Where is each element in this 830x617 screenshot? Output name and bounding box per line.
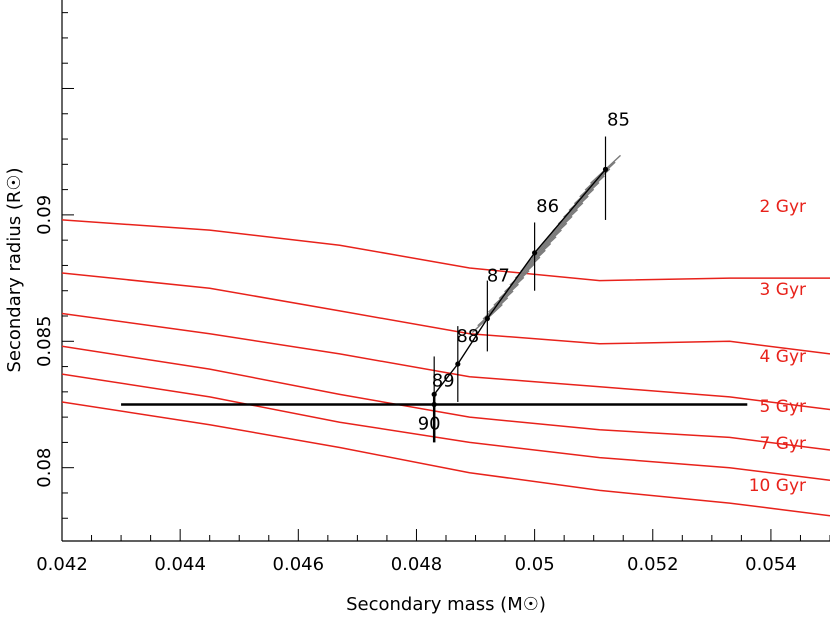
track-point-label: 88 [456,326,479,347]
isochrone-label: 10 Gyr [749,476,806,496]
track-point [431,401,437,408]
x-tick-label: 0.048 [391,554,443,575]
isochrone-label: 7 Gyr [760,434,806,454]
x-tick-label: 0.046 [273,554,325,575]
isochrone-line [62,373,830,482]
isochrone-label: 4 Gyr [760,347,806,367]
x-tick-label: 0.052 [627,554,679,575]
uncertainty-hatch-band [471,154,621,334]
x-tick-label: 0.042 [36,554,88,575]
hatch-stroke [547,209,579,239]
track-point [431,391,437,397]
isochrone-line [62,219,830,282]
track-point [455,361,461,367]
track-point [484,315,490,322]
hatch-stroke [573,175,605,205]
y-tick-label: 0.08 [34,448,55,488]
isochrone-labels: 2 Gyr 3 Gyr 4 Gyr 5 Gyr 7 Gyr 10 Gyr [749,197,806,496]
isochrone-line [62,272,830,355]
track-point-label: 87 [487,266,510,287]
track-point-label: 89 [432,370,455,391]
isochrone-label: 5 Gyr [760,397,806,417]
isochrone-line [62,312,830,411]
isochrone-line [62,401,830,517]
track-point [602,166,609,172]
track-point-label: 85 [607,109,630,130]
y-axis-ticks: 0.08 0.085 0.09 [34,12,74,519]
track-point-label: 90 [418,413,441,434]
track-point-label: 86 [536,196,559,217]
x-axis-ticks: 0.042 0.044 0.046 0.048 0.05 0.052 0.054 [36,529,830,575]
hatch-stroke [525,236,557,266]
plot-frame [61,0,830,542]
y-tick-label: 0.085 [34,316,55,368]
hatch-stroke [541,215,573,245]
isochrone-label: 3 Gyr [760,280,806,300]
y-tick-label: 0.09 [34,195,55,235]
track-point [532,250,538,256]
x-axis-title: Secondary mass (M☉) [346,594,546,615]
hatch-stroke [493,276,525,306]
x-tick-label: 0.05 [515,554,555,575]
eclipse-track: 85 86 87 88 89 90 [121,109,748,443]
isochrone-label: 2 Gyr [760,197,806,217]
x-tick-label: 0.054 [745,554,797,575]
hatch-stroke [482,290,514,320]
isochrone-series [62,219,830,517]
hatch-stroke [536,222,568,252]
hatch-stroke [487,283,519,313]
isochrone-line [62,345,830,451]
y-axis-title: Secondary radius (R☉) [4,167,25,372]
x-tick-label: 0.044 [154,554,206,575]
hatch-stroke [520,243,552,273]
